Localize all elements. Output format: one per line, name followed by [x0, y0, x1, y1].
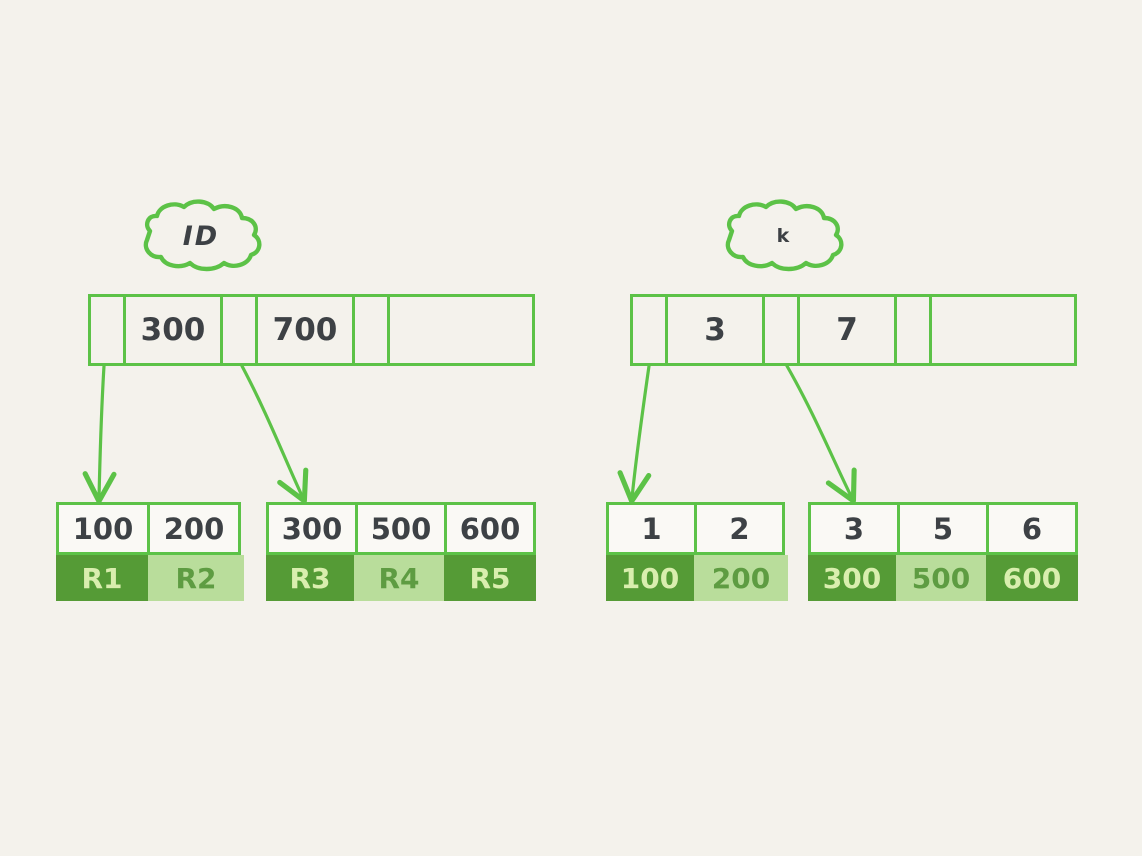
k-leaf-2-key-2[interactable]: 6	[986, 502, 1078, 555]
k-root-node: 3 7	[630, 294, 1077, 366]
id-leaf-1-keys: 100 200	[56, 502, 244, 555]
arrow-k-root-ptr0-to-leaf1	[617, 364, 652, 504]
id-leaf-1-value-1[interactable]: R2	[148, 555, 244, 601]
id-root-pointer-0[interactable]	[88, 294, 126, 366]
k-root-key-3[interactable]: 3	[665, 294, 765, 366]
id-root-pointer-1[interactable]	[220, 294, 258, 366]
k-leaf-1-keys: 1 2	[606, 502, 788, 555]
k-leaf-2-value-2[interactable]: 600	[986, 555, 1078, 601]
cloud-label-k-text: k	[776, 225, 790, 247]
arrow-id-root-ptr0-to-leaf1	[82, 364, 117, 504]
id-leaf-2-key-2[interactable]: 600	[444, 502, 536, 555]
id-leaf-2-value-1[interactable]: R4	[354, 555, 444, 601]
cloud-label-id-text: ID	[182, 220, 220, 252]
id-leaf-1-values: R1 R2	[56, 555, 244, 601]
k-leaf-2-value-1[interactable]: 500	[896, 555, 986, 601]
arrow-k-root-ptr1-to-leaf2	[785, 364, 857, 504]
id-leaf-node-2: 300 500 600 R3 R4 R5	[266, 502, 536, 601]
k-leaf-1-values: 100 200	[606, 555, 788, 601]
k-root-key-7[interactable]: 7	[797, 294, 897, 366]
id-leaf-2-values: R3 R4 R5	[266, 555, 536, 601]
id-leaf-2-value-0[interactable]: R3	[266, 555, 354, 601]
id-leaf-1-key-1[interactable]: 200	[147, 502, 241, 555]
id-root-key-300[interactable]: 300	[123, 294, 223, 366]
k-leaf-1-value-0[interactable]: 100	[606, 555, 694, 601]
k-leaf-2-keys: 3 5 6	[808, 502, 1078, 555]
k-root-key-empty[interactable]	[929, 294, 1077, 366]
k-root-pointer-0[interactable]	[630, 294, 668, 366]
id-root-key-empty[interactable]	[387, 294, 535, 366]
k-leaf-node-1: 1 2 100 200	[606, 502, 788, 601]
k-leaf-2-values: 300 500 600	[808, 555, 1078, 601]
id-leaf-2-keys: 300 500 600	[266, 502, 536, 555]
k-root-pointer-2[interactable]	[894, 294, 932, 366]
k-leaf-2-value-0[interactable]: 300	[808, 555, 896, 601]
id-leaf-2-key-0[interactable]: 300	[266, 502, 358, 555]
id-leaf-2-value-2[interactable]: R5	[444, 555, 536, 601]
k-leaf-2-key-0[interactable]: 3	[808, 502, 900, 555]
k-leaf-1-value-1[interactable]: 200	[694, 555, 788, 601]
id-root-pointer-2[interactable]	[352, 294, 390, 366]
id-leaf-1-value-0[interactable]: R1	[56, 555, 148, 601]
k-leaf-1-key-0[interactable]: 1	[606, 502, 697, 555]
k-leaf-2-key-1[interactable]: 5	[897, 502, 989, 555]
id-leaf-2-key-1[interactable]: 500	[355, 502, 447, 555]
id-root-key-700[interactable]: 700	[255, 294, 355, 366]
id-leaf-1-key-0[interactable]: 100	[56, 502, 150, 555]
id-leaf-node-1: 100 200 R1 R2	[56, 502, 244, 601]
arrow-id-root-ptr1-to-leaf2	[240, 364, 309, 504]
cloud-label-id: ID	[126, 198, 276, 274]
k-leaf-1-key-1[interactable]: 2	[694, 502, 785, 555]
cloud-label-k: k	[708, 198, 858, 274]
k-leaf-node-2: 3 5 6 300 500 600	[808, 502, 1078, 601]
id-root-node: 300 700	[88, 294, 535, 366]
k-root-pointer-1[interactable]	[762, 294, 800, 366]
